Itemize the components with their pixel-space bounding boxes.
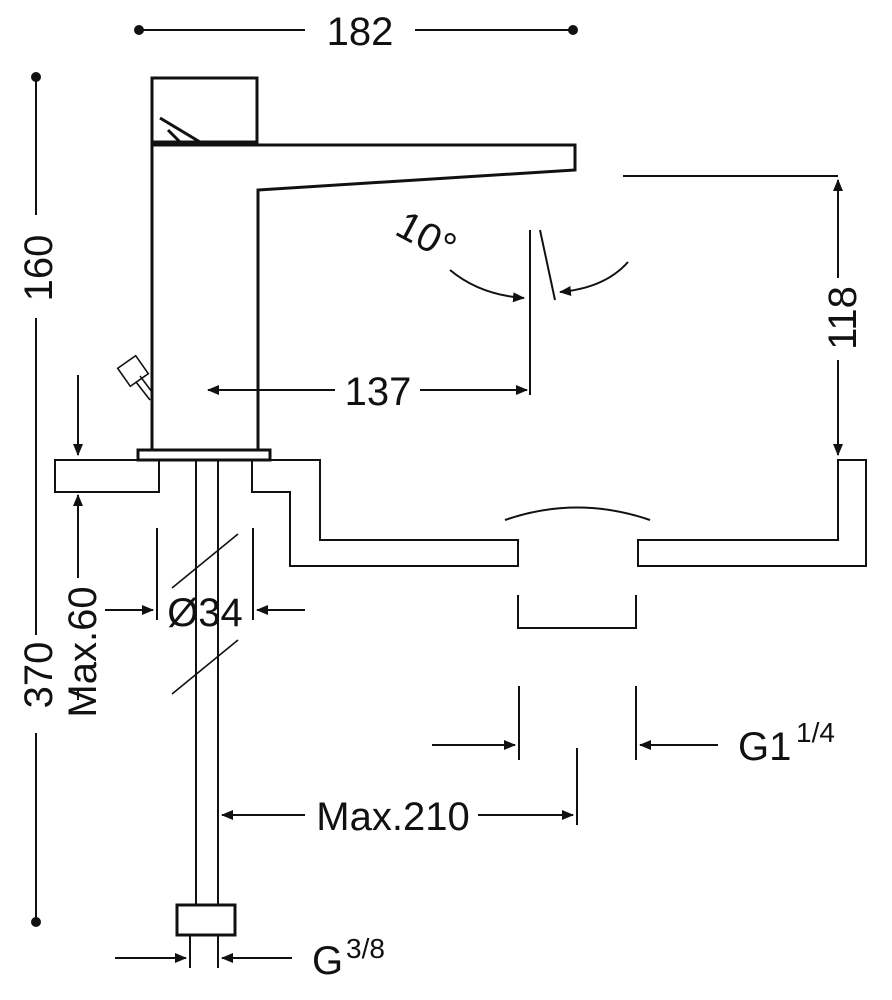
deck-thickness-label: Max.60	[61, 586, 105, 717]
angle-label: 10°	[389, 203, 463, 270]
dimension-hole-34: Ø34	[105, 528, 305, 635]
supply-hose	[171, 460, 239, 968]
waste-thread-fraction: 1/4	[796, 717, 835, 748]
basin-section	[54, 459, 867, 629]
hole-diameter-label: Ø34	[167, 591, 243, 635]
dimension-height-left: 160 370	[17, 72, 61, 927]
waste-thread-label: G1	[738, 725, 791, 769]
faucet-body	[116, 76, 577, 462]
height-370-label: 370	[17, 642, 61, 709]
height-160-label: 160	[17, 235, 61, 302]
dimension-width-182: 182	[134, 10, 578, 54]
dimension-angle: 10°	[389, 203, 629, 395]
dimension-hose-reach: Max.210	[221, 748, 578, 839]
inlet-thread-label: G	[312, 939, 343, 983]
dimension-inlet-thread: G 3/8	[115, 933, 385, 983]
dimension-spout-height-118: 118	[623, 175, 865, 456]
dimension-deck-thickness: Max.60	[61, 375, 105, 718]
spout-height-label: 118	[821, 286, 865, 350]
dimension-reach-137: 137	[207, 370, 528, 414]
dimension-waste-thread: G1 1/4	[432, 686, 835, 769]
reach-label: 137	[345, 370, 412, 414]
width-label: 182	[327, 10, 394, 54]
hose-reach-label: Max.210	[316, 795, 469, 839]
inlet-thread-fraction: 3/8	[346, 933, 385, 964]
side-knob	[116, 354, 153, 401]
